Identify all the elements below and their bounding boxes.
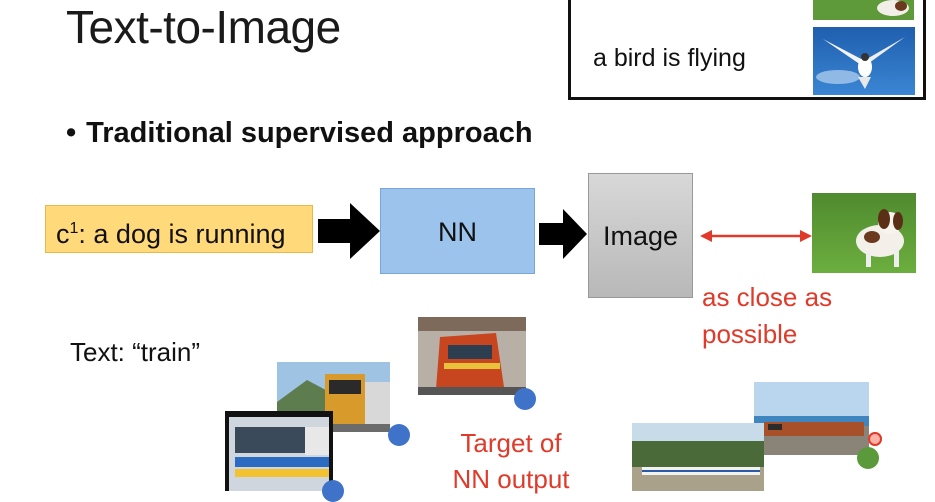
condition-prefix: c	[56, 219, 70, 249]
arrow-right-icon	[318, 203, 380, 259]
train-photo	[754, 382, 869, 455]
train-photo	[418, 317, 526, 395]
target-line-1: Target of	[460, 428, 562, 458]
pointer-dot	[868, 432, 882, 446]
bullet-dot-icon: •	[66, 117, 77, 149]
close-line-2: possible	[702, 319, 798, 349]
target-line-2: NN output	[452, 464, 570, 494]
example-box	[568, 0, 926, 100]
condition-box: c1: a dog is running	[45, 205, 313, 253]
target-label: Target of NN output	[441, 425, 581, 497]
bullet-text: Traditional supervised approach	[86, 117, 533, 149]
marker-dot	[388, 424, 410, 446]
dog-photo	[812, 193, 916, 273]
slide-title: Text-to-Image	[66, 1, 341, 53]
marker-dot	[322, 480, 344, 502]
text-train-label: Text: “train”	[70, 337, 201, 367]
train-photo	[632, 423, 764, 491]
dog-thumbnail-photo	[813, 0, 914, 20]
condition-superscript: 1	[69, 220, 79, 237]
close-line-1: as close as	[702, 282, 833, 312]
close-as-possible-label: as close as possible	[702, 279, 832, 353]
nn-box: NN	[380, 188, 535, 274]
bullet-item: • Traditional supervised approach	[66, 117, 533, 150]
condition-text: : a dog is running	[78, 219, 286, 249]
example-caption: a bird is flying	[593, 44, 746, 72]
arrow-right-icon	[539, 209, 587, 259]
double-arrow-icon	[700, 230, 812, 242]
bird-photo	[813, 27, 915, 95]
train-photo	[225, 411, 333, 491]
marker-dot	[514, 388, 536, 410]
image-box: Image	[588, 173, 693, 298]
marker-dot	[857, 447, 879, 469]
